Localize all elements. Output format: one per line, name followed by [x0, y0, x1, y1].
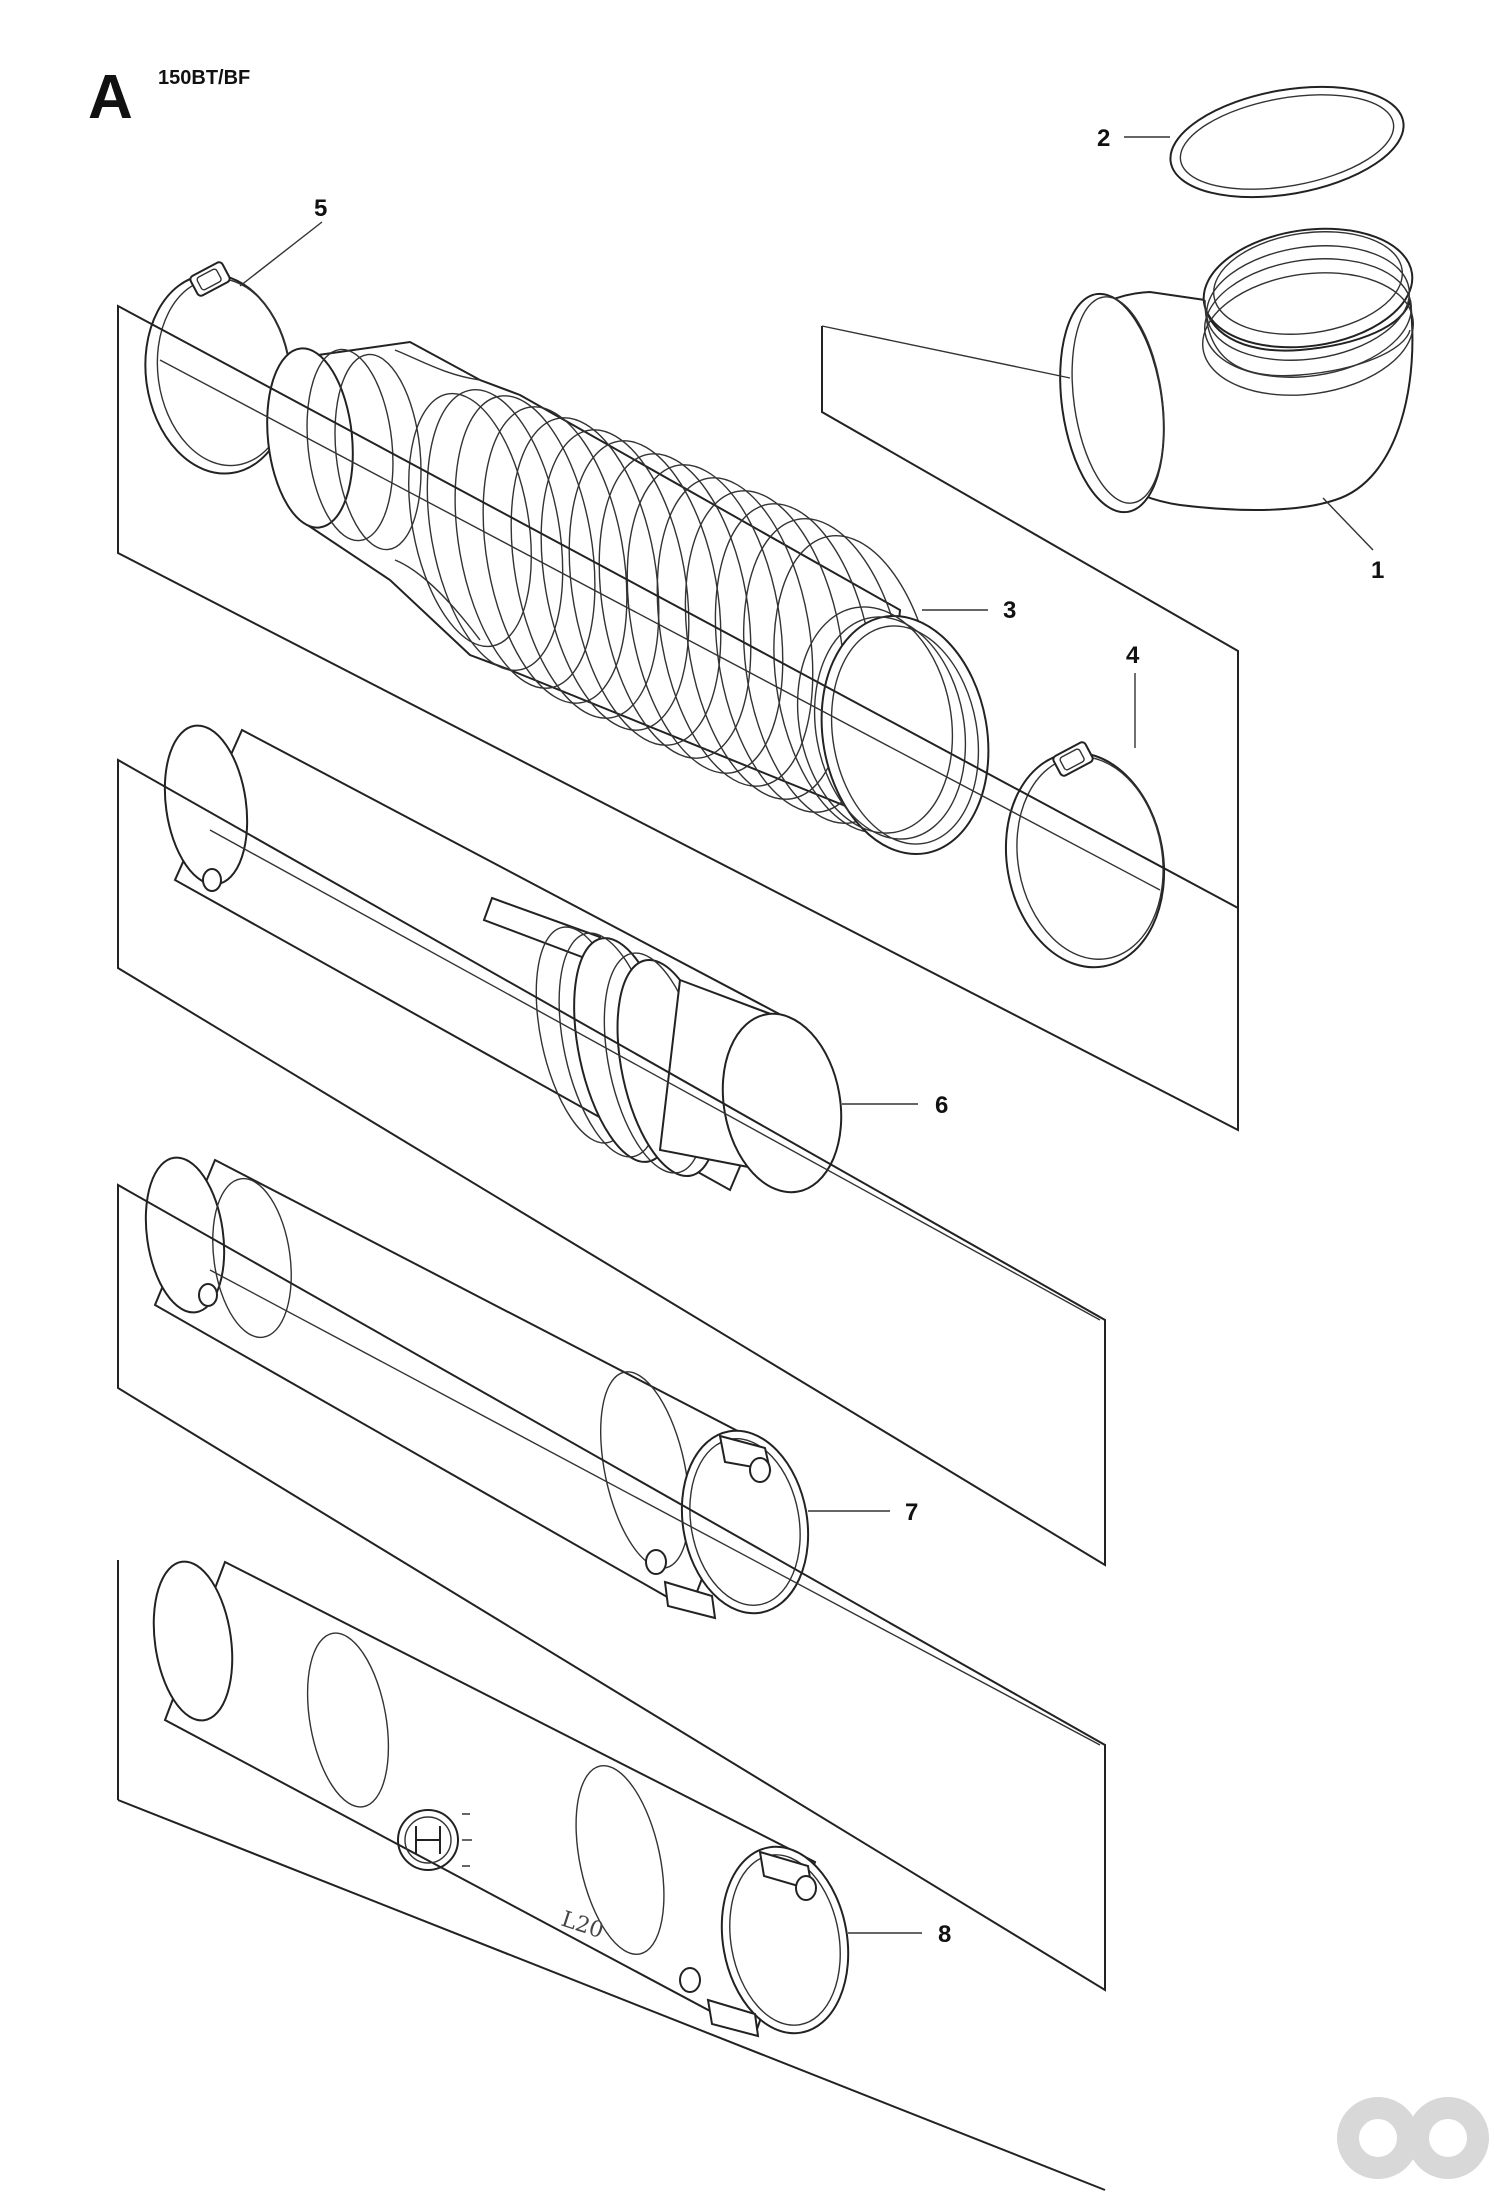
callout-4: 4 [1126, 642, 1140, 669]
part-4-hose-clamp [1004, 741, 1166, 969]
husqvarna-logo [397, 1809, 472, 1871]
callout-8: 8 [938, 1921, 951, 1948]
model-label: 150BT/BF [158, 67, 250, 89]
callout-2: 2 [1097, 125, 1110, 152]
callout-1: 1 [1371, 557, 1384, 584]
assembly-planes [117, 304, 1239, 2191]
section-letter: A [88, 63, 133, 132]
part-6-blower-tube [163, 724, 843, 1194]
callout-6: 6 [935, 1092, 948, 1119]
part-8-nozzle-tube: L20 [152, 1560, 850, 2038]
callout-7: 7 [905, 1499, 918, 1526]
callouts: 1 2 3 4 5 6 7 8 [239, 125, 1384, 1948]
part-3-bellows-hose [266, 340, 990, 856]
watermark-logo-icon [1337, 2097, 1489, 2179]
part-2-o-ring [1169, 85, 1405, 199]
callout-3: 3 [1003, 597, 1016, 624]
part-1-elbow [1059, 227, 1415, 514]
part-7-blower-tube [144, 1156, 810, 1620]
callout-5: 5 [314, 195, 327, 222]
